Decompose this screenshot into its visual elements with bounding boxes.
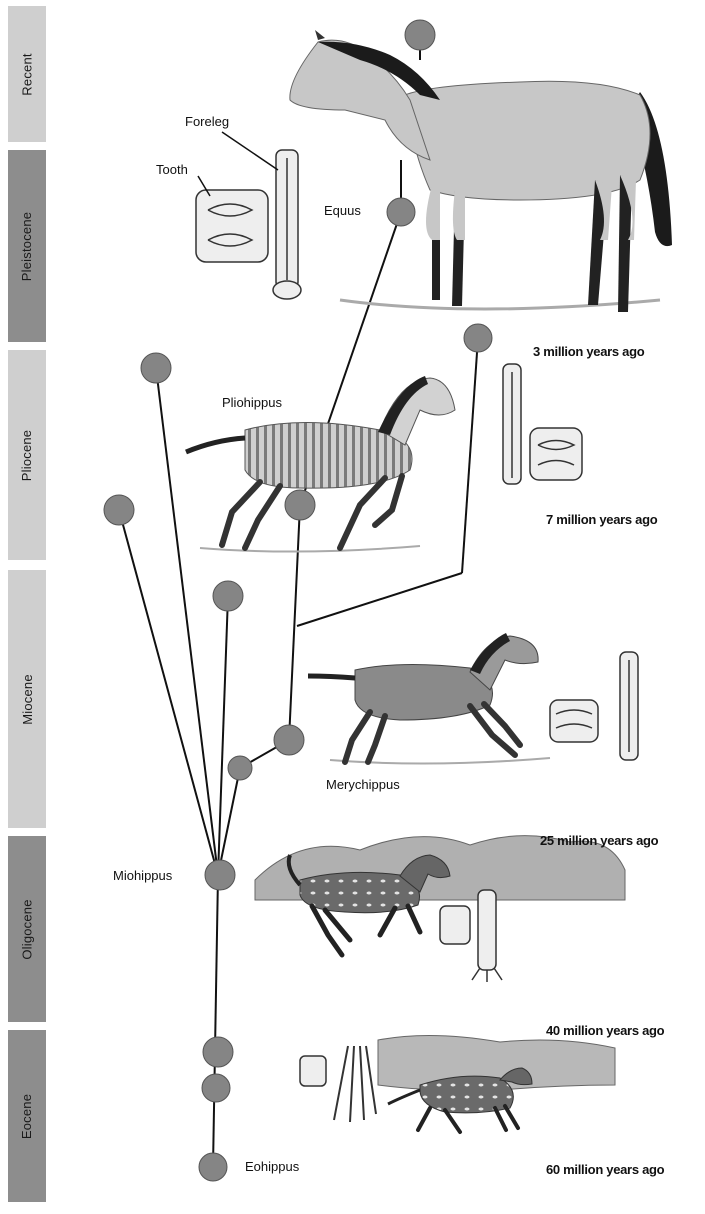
label-tooth: Tooth	[156, 162, 188, 177]
time-60-myr: 60 million years ago	[546, 1162, 664, 1177]
foreleg-pointer-line	[222, 132, 278, 170]
equus-horse-illustration	[290, 30, 672, 312]
merychippus-tooth	[550, 700, 598, 742]
label-foreleg: Foreleg	[185, 114, 229, 129]
node-miohippus	[205, 860, 235, 890]
pliohippus-tooth	[530, 428, 582, 480]
equus-foreleg	[273, 150, 301, 299]
node-merychippus	[274, 725, 304, 755]
label-equus: Equus	[324, 203, 361, 218]
node-miocene-branch	[213, 581, 243, 611]
merychippus-illustration	[308, 633, 550, 764]
node-equus-top	[405, 20, 435, 50]
node-equus	[387, 198, 415, 226]
time-7-myr: 7 million years ago	[546, 512, 657, 527]
node-eocene-2	[202, 1074, 230, 1102]
time-3-myr: 3 million years ago	[533, 344, 644, 359]
miohippus-foreleg	[472, 890, 502, 982]
node-eohippus	[199, 1153, 227, 1181]
time-40-myr: 40 million years ago	[546, 1023, 664, 1038]
label-pliohippus: Pliohippus	[222, 395, 282, 410]
merychippus-foreleg	[620, 652, 638, 760]
label-eohippus: Eohippus	[245, 1159, 299, 1174]
miohippus-tooth	[440, 906, 470, 944]
eohippus-tooth	[300, 1056, 326, 1086]
node-pliohippus	[285, 490, 315, 520]
node-miocene-small	[228, 756, 252, 780]
eohippus-foreleg	[334, 1046, 376, 1122]
label-merychippus: Merychippus	[326, 777, 400, 792]
time-25-myr: 25 million years ago	[540, 833, 658, 848]
pliohippus-foreleg	[503, 364, 521, 484]
eohippus-illustration	[378, 1035, 615, 1132]
node-side-branch	[104, 495, 134, 525]
node-eocene-1	[203, 1037, 233, 1067]
node-late-branch	[464, 324, 492, 352]
label-miohippus: Miohippus	[113, 868, 172, 883]
node-pliocene-branch	[141, 353, 171, 383]
equus-tooth	[196, 190, 268, 262]
